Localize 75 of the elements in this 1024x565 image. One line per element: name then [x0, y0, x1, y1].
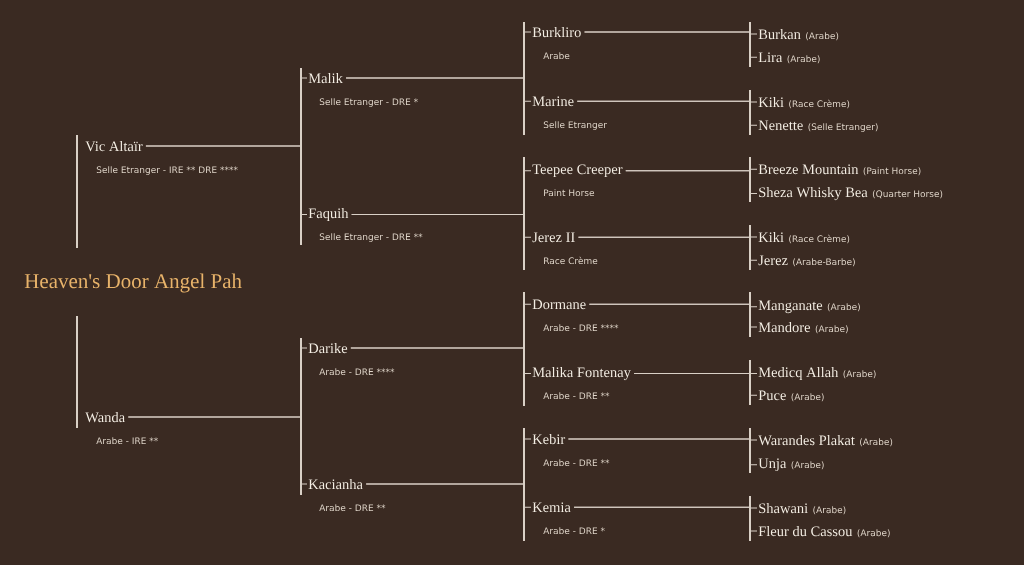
pedigree-line [350, 347, 532, 375]
horse-name: Lira [758, 52, 783, 63]
breed-label: (Arabe) [813, 506, 846, 515]
horse-name: Teepee Creeper [532, 164, 623, 178]
pedigree-line [584, 31, 758, 58]
breed-label: Arabe - DRE * [543, 527, 605, 535]
horse-name: Jerez [758, 255, 788, 266]
breed-label: Selle Etranger - DRE * [319, 98, 418, 107]
horse-name: Marine [532, 96, 574, 107]
horse-name: Kiki [758, 231, 784, 242]
breed-label: (Paint Horse) [863, 167, 921, 176]
horse-name: Unja [758, 458, 787, 472]
pedigree-line [577, 236, 758, 261]
pedigree-line [145, 145, 308, 215]
breed-label: Arabe [543, 52, 570, 60]
breed-label: (Race Crème) [789, 99, 850, 109]
horse-name: Burkliro [532, 26, 581, 38]
horse-name: Darike [308, 342, 348, 354]
horse-name: Burkan [758, 28, 801, 40]
pedigree-line [127, 416, 308, 485]
horse-name: Manganate [758, 300, 823, 314]
horse-name: Fleur du Cassou [758, 525, 853, 537]
breed-label: (Selle Etranger) [808, 123, 878, 132]
horse-name: Dormane [532, 299, 586, 310]
horse-name: Sheza Whisky Bea [759, 186, 868, 201]
horse-name: Shawani [759, 502, 808, 514]
breed-label: Arabe - DRE **** [319, 368, 395, 376]
breed-label: Arabe - DRE **** [543, 324, 619, 332]
breed-label: (Arabe) [787, 55, 820, 64]
horse-name: Warandes Plakat [758, 434, 855, 446]
pedigree-line [576, 100, 758, 126]
breed-label: (Arabe) [791, 393, 824, 402]
horse-name: Breeze Mountain [758, 164, 859, 175]
horse-name: Vic Altaïr [85, 140, 143, 152]
breed-label: Selle Etranger [543, 121, 607, 130]
pedigree-line [573, 506, 758, 532]
horse-name: Nenette [758, 120, 803, 131]
breed-label: (Arabe) [815, 325, 848, 334]
breed-label: Arabe - DRE ** [543, 392, 610, 400]
horse-name: Faquih [308, 207, 349, 222]
breed-label: Arabe - IRE ** [96, 437, 158, 445]
horse-name: Medicq Allah [758, 366, 839, 381]
breed-label: Selle Etranger - DRE ** [319, 233, 423, 242]
pedigree-line [588, 303, 758, 328]
breed-label: (Arabe) [860, 438, 893, 447]
horse-name: Malik [308, 72, 343, 84]
breed-label: (Arabe) [827, 303, 860, 312]
breed-label: (Arabe) [843, 370, 876, 379]
horse-name: Kebir [532, 433, 566, 445]
horse-name: Malika Fontenay [532, 366, 631, 381]
horse-name: Kemia [532, 502, 571, 513]
pedigree-line [633, 373, 758, 396]
breed-label: Arabe - DRE ** [543, 459, 610, 467]
pedigree-line [345, 77, 532, 102]
breed-label: (Arabe) [857, 529, 890, 538]
breed-label: Arabe - DRE ** [319, 504, 386, 512]
pedigree-line [351, 214, 532, 238]
breed-label: Race Crème [544, 256, 598, 265]
horse-name: Puce [758, 390, 786, 401]
pedigree-line [567, 438, 758, 466]
breed-label: (Quarter Horse) [872, 190, 943, 199]
horse-name: Kacianha [308, 478, 363, 490]
breed-label: (Race Crème) [789, 234, 850, 244]
horse-name: Wanda [85, 411, 125, 423]
horse-name: Kiki [758, 96, 784, 107]
breed-label: (Arabe-Barbe) [793, 258, 855, 267]
horse-name: Jerez II [532, 232, 575, 243]
breed-label: (Arabe) [791, 461, 824, 470]
horse-name: Mandore [758, 321, 811, 333]
breed-label: (Arabe) [806, 32, 839, 41]
pedigree-line [365, 483, 532, 508]
pedigree-title: Heaven's Door Angel Pah [24, 273, 242, 293]
breed-label: Paint Horse [544, 189, 595, 197]
breed-label: Selle Etranger - IRE ** DRE **** [96, 166, 238, 175]
pedigree-line [625, 170, 758, 195]
